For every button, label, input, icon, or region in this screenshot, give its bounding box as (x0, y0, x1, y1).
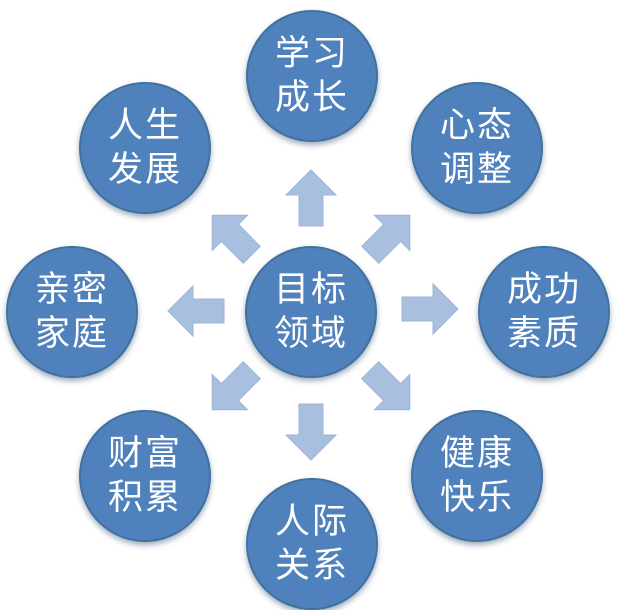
node-mindset-line-1: 心态 (439, 106, 514, 146)
node-mindset-line-2: 调整 (439, 150, 514, 190)
node-relations-line-1: 人际 (274, 502, 349, 542)
node-relations-line-2: 关系 (274, 546, 349, 586)
node-wealth-line-2: 积累 (107, 478, 182, 518)
arrow-up (284, 169, 338, 227)
arrow-right (401, 282, 459, 336)
arrow-down (284, 403, 338, 461)
node-wealth: 财富 积累 (79, 410, 211, 542)
node-family-line-2: 家庭 (34, 314, 109, 354)
arrow-left (167, 284, 225, 338)
node-success-line-2: 素质 (506, 314, 581, 354)
node-relations: 人际 关系 (246, 478, 378, 610)
center-node: 目标 领域 (245, 246, 377, 378)
node-health-line-1: 健康 (439, 434, 514, 474)
center-line-2: 领域 (273, 314, 348, 354)
node-life-line-1: 人生 (107, 106, 182, 146)
node-success: 成功 素质 (478, 246, 610, 378)
arrow-up-left (204, 210, 261, 264)
node-learning-line-1: 学习 (274, 34, 349, 74)
arrow-down-right (361, 361, 418, 415)
node-success-line-1: 成功 (506, 270, 581, 310)
node-life: 人生 发展 (79, 82, 211, 214)
node-health-line-2: 快乐 (439, 478, 514, 518)
node-learning: 学习 成长 (246, 10, 378, 142)
arrow-down-left (204, 361, 261, 415)
node-family: 亲密 家庭 (6, 246, 138, 378)
node-family-line-1: 亲密 (34, 270, 109, 310)
arrow-up-right (361, 210, 418, 264)
node-learning-line-2: 成长 (274, 78, 349, 118)
node-wealth-line-1: 财富 (107, 434, 182, 474)
center-line-1: 目标 (273, 270, 348, 310)
node-mindset: 心态 调整 (411, 82, 543, 214)
node-life-line-2: 发展 (107, 150, 182, 190)
goal-areas-diagram: 目标 领域 学习 成长 心态 调整 成功 素质 健康 快乐 人际 关系 财富 积… (6, 10, 610, 610)
node-health: 健康 快乐 (411, 410, 543, 542)
